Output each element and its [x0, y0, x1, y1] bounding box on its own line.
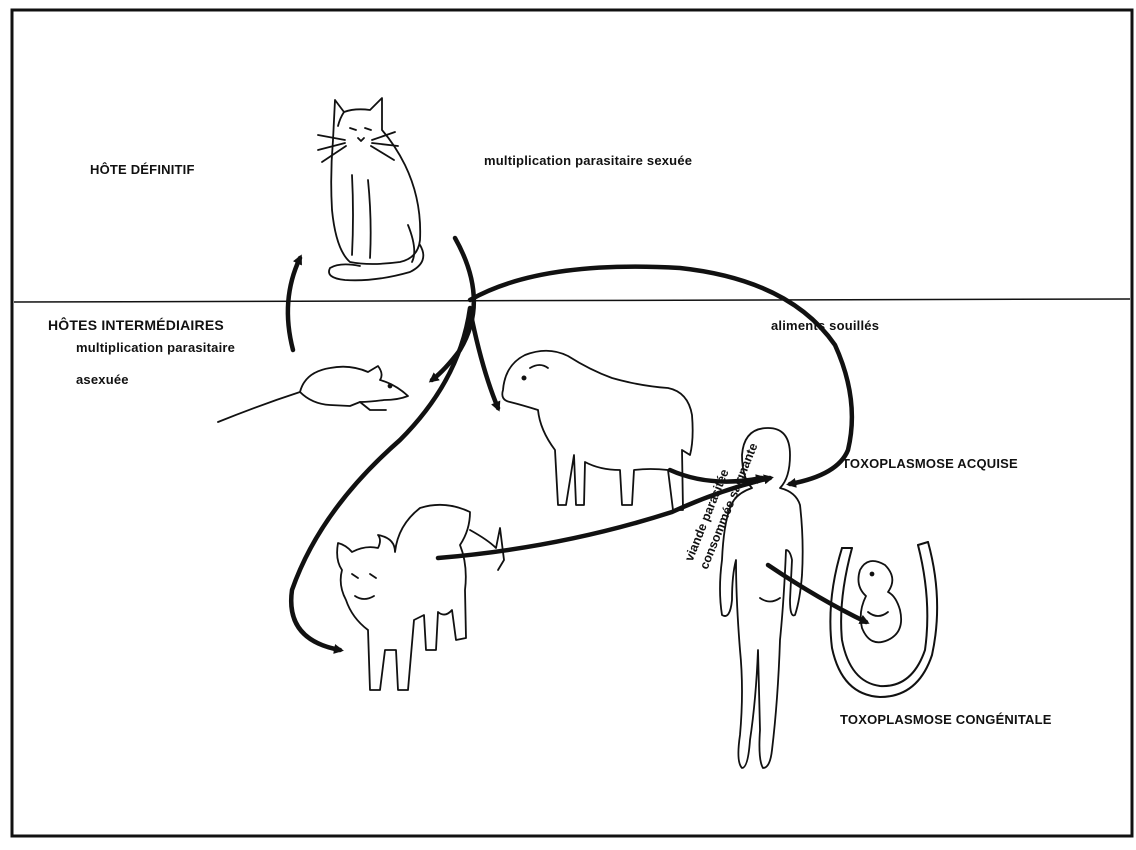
arrow-mouse-to-cat	[288, 258, 300, 350]
acquired-toxoplasmosis-label: TOXOPLASMOSE ACQUISE	[842, 456, 1018, 471]
host-divider-line	[14, 299, 1130, 302]
definitive-host-label: HÔTE DÉFINITIF	[90, 162, 195, 177]
mouse-figure	[218, 366, 408, 422]
sheep-figure	[502, 351, 692, 510]
intermediate-hosts-label: HÔTES INTERMÉDIAIRES	[48, 317, 224, 333]
asexual-multiplication-line2: asexuée	[76, 372, 129, 387]
congenital-toxoplasmosis-label: TOXOPLASMOSE CONGÉNITALE	[840, 712, 1052, 727]
arrow-cat-to-mouse	[432, 238, 474, 380]
sexual-multiplication-label: multiplication parasitaire sexuée	[484, 153, 692, 168]
cat-figure	[318, 98, 423, 280]
cow-figure	[337, 505, 504, 690]
asexual-multiplication-line1: multiplication parasitaire	[76, 340, 235, 355]
arrow-cat-to-cow	[291, 308, 470, 650]
arrow-cat-to-sheep	[470, 310, 498, 408]
fetus-figure	[858, 561, 901, 642]
soiled-food-label: aliments souillés	[771, 318, 879, 333]
